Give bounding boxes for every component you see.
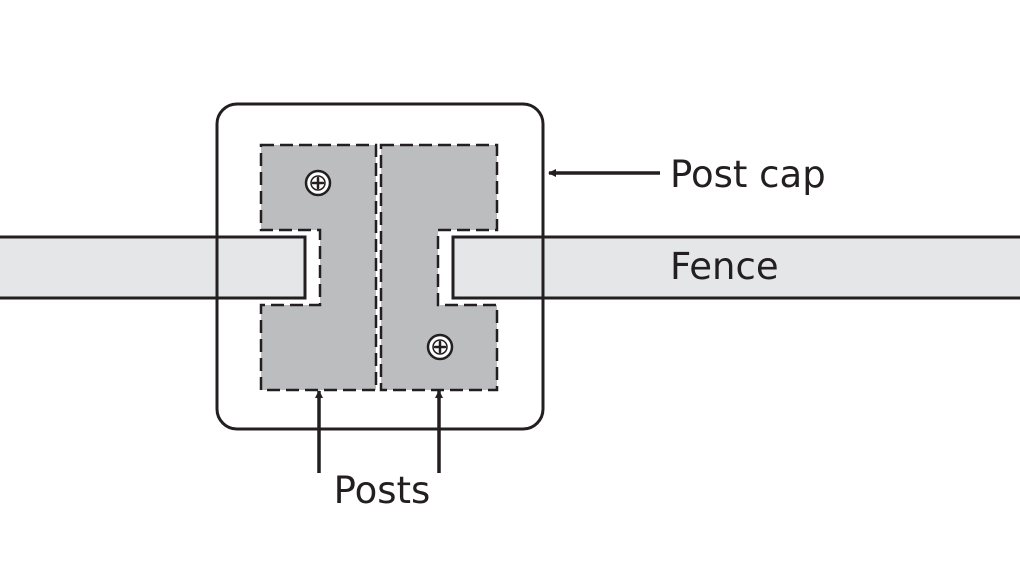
screw-icon (426, 333, 454, 361)
post-cap-label: Post cap (670, 153, 826, 196)
screw-icon (304, 169, 332, 197)
post-left (259, 143, 378, 392)
fence-left-segment (0, 235, 307, 300)
fence-right-segment (451, 235, 1020, 300)
post-right (379, 143, 499, 392)
posts-label: Posts (334, 469, 431, 512)
fence-label: Fence (670, 245, 779, 288)
post-cap-outline (215, 102, 545, 431)
